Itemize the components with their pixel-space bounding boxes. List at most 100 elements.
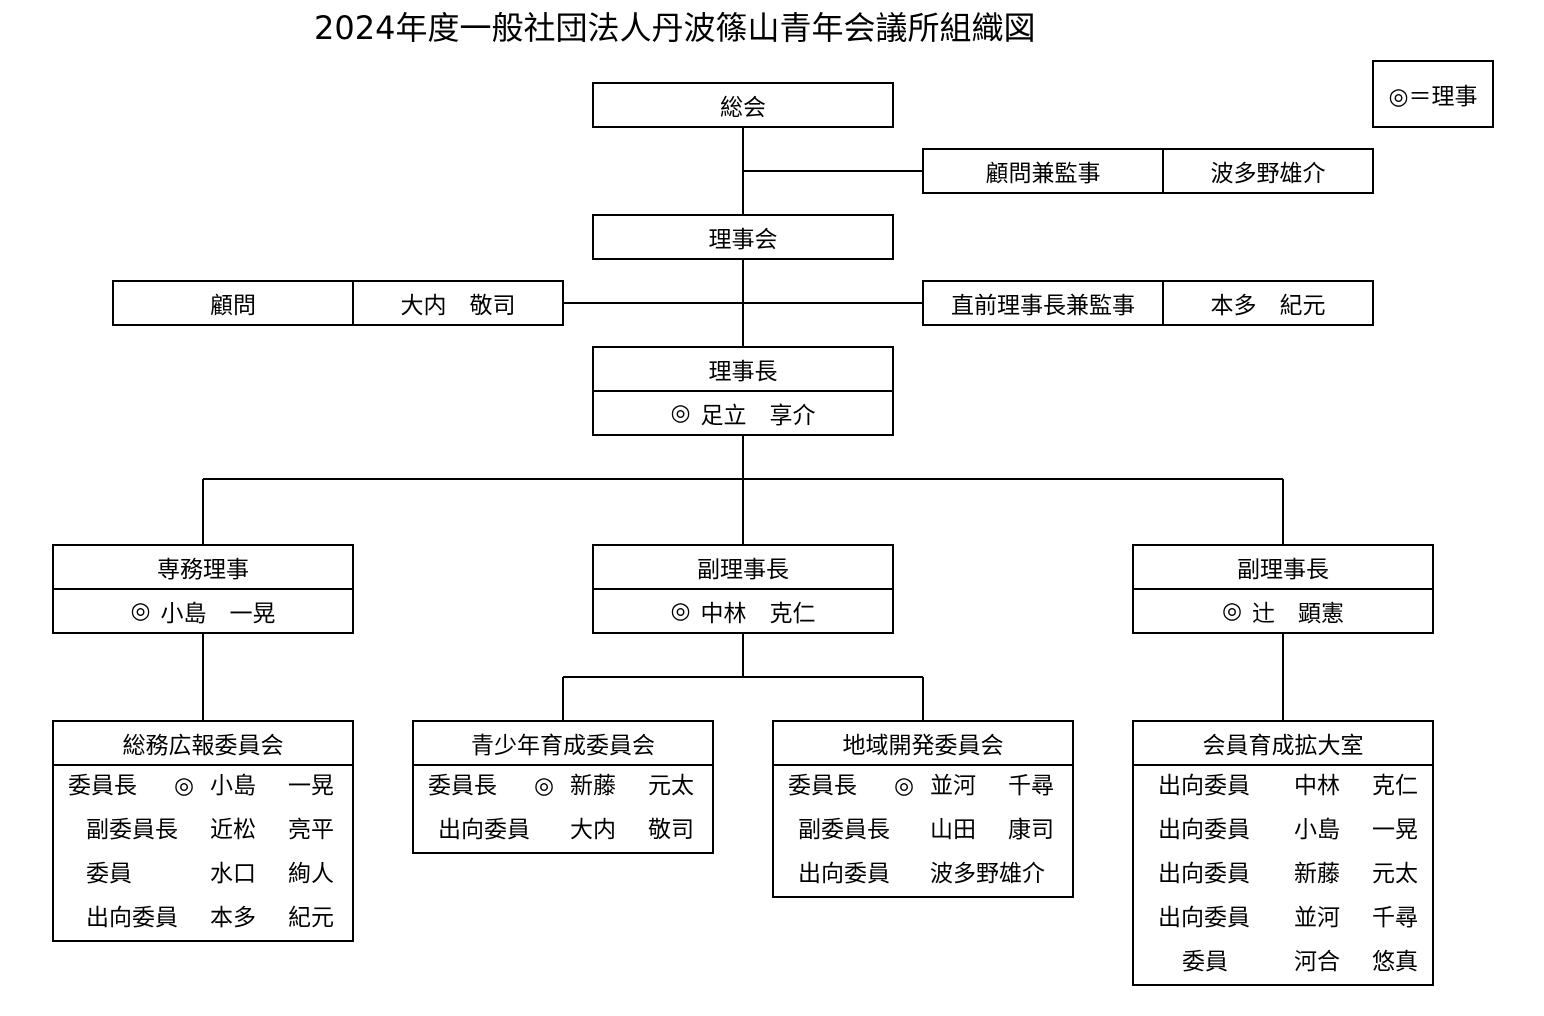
committee-title: 会員育成拡大室 bbox=[1202, 733, 1364, 759]
member-given-name: 千尋 bbox=[1372, 905, 1418, 931]
advisor-name: 大内 敬司 bbox=[400, 293, 516, 319]
director-mark-icon: ◎ bbox=[670, 400, 691, 426]
president-name: 足立 享介 bbox=[700, 403, 816, 429]
member-role: 出向委員 bbox=[438, 817, 530, 843]
membership-office-box: 会員育成拡大室 出向委員 中林 克仁 出向委員 小島 一晃 出向委員 新藤 元太… bbox=[1132, 720, 1434, 986]
member-family-name: 並河 bbox=[930, 773, 976, 799]
member-given-name: 亮平 bbox=[288, 817, 334, 843]
president-name-cell: ◎ 足立 享介 bbox=[594, 392, 892, 434]
member-role: 出向委員 bbox=[798, 861, 890, 887]
vice-president-1-name-cell: ◎ 中林 克仁 bbox=[594, 590, 892, 632]
member-given-name: 元太 bbox=[1372, 861, 1418, 887]
member-row: 出向委員 大内 敬司 bbox=[414, 810, 712, 854]
director-mark-icon: ◎ bbox=[534, 773, 555, 799]
member-family-name: 中林 bbox=[1294, 773, 1340, 799]
advisor-box: 顧問 大内 敬司 bbox=[112, 280, 564, 326]
member-given-name: 絢人 bbox=[288, 861, 334, 887]
former-president-name-cell: 本多 紀元 bbox=[1164, 282, 1372, 324]
vice-president-2-role: 副理事長 bbox=[1237, 557, 1329, 583]
member-family-name: 大内 bbox=[570, 817, 616, 843]
member-family-name: 新藤 bbox=[570, 773, 616, 799]
member-given-name: 一晃 bbox=[288, 773, 334, 799]
member-family-name: 本多 bbox=[210, 905, 256, 931]
member-role: 委員長 bbox=[68, 773, 137, 799]
member-row: 副委員長 近松 亮平 bbox=[54, 810, 352, 854]
advisor-auditor-name: 波多野雄介 bbox=[1210, 161, 1326, 187]
member-role: 委員 bbox=[1182, 949, 1228, 975]
advisor-auditor-name-cell: 波多野雄介 bbox=[1164, 150, 1372, 192]
president-role: 理事長 bbox=[708, 359, 778, 385]
board-label: 理事会 bbox=[708, 227, 778, 253]
member-role: 委員長 bbox=[788, 773, 857, 799]
regional-committee-box: 地域開発委員会 委員長 ◎ 並河 千尋 副委員長 山田 康司 出向委員 波多野雄… bbox=[772, 720, 1074, 898]
president-box: 理事長 ◎ 足立 享介 bbox=[592, 346, 894, 436]
former-president-box: 直前理事長兼監事 本多 紀元 bbox=[922, 280, 1374, 326]
advisor-auditor-role-cell: 顧問兼監事 bbox=[924, 150, 1164, 192]
member-row: 委員長 ◎ 小島 一晃 bbox=[54, 766, 352, 810]
member-row: 出向委員 本多 紀元 bbox=[54, 898, 352, 942]
member-row: 副委員長 山田 康司 bbox=[774, 810, 1072, 854]
general-assembly-box: 総会 bbox=[592, 82, 894, 128]
legend-box: ◎＝理事 bbox=[1372, 60, 1494, 128]
member-given-name: 千尋 bbox=[1008, 773, 1054, 799]
member-row: 出向委員 小島 一晃 bbox=[1134, 810, 1432, 854]
member-given-name: 一晃 bbox=[1372, 817, 1418, 843]
director-mark-icon: ◎ bbox=[174, 773, 195, 799]
member-given-name: 悠真 bbox=[1372, 949, 1418, 975]
member-family-name: 水口 bbox=[210, 861, 256, 887]
committee-title: 地域開発委員会 bbox=[842, 733, 1004, 759]
former-president-role-cell: 直前理事長兼監事 bbox=[924, 282, 1164, 324]
member-given-name: 紀元 bbox=[288, 905, 334, 931]
member-family-name: 河合 bbox=[1294, 949, 1340, 975]
committee-title-cell: 地域開発委員会 bbox=[774, 722, 1072, 766]
managing-director-role-cell: 専務理事 bbox=[54, 546, 352, 590]
general-assembly-label: 総会 bbox=[720, 95, 766, 121]
member-row: 委員 河合 悠真 bbox=[1134, 942, 1432, 986]
managing-director-name: 小島 一晃 bbox=[160, 601, 276, 627]
member-family-name: 並河 bbox=[1294, 905, 1340, 931]
member-role: 副委員長 bbox=[86, 817, 178, 843]
committee-title-cell: 総務広報委員会 bbox=[54, 722, 352, 766]
member-role: 出向委員 bbox=[1158, 817, 1250, 843]
advisor-auditor-role: 顧問兼監事 bbox=[985, 161, 1101, 187]
managing-director-box: 専務理事 ◎ 小島 一晃 bbox=[52, 544, 354, 634]
vice-president-1-role: 副理事長 bbox=[697, 557, 789, 583]
vice-president-1-name: 中林 克仁 bbox=[700, 601, 816, 627]
page-title: 2024年度一般社団法人丹波篠山青年会議所組織図 bbox=[314, 9, 1036, 47]
managing-director-name-cell: ◎ 小島 一晃 bbox=[54, 590, 352, 632]
committee-title-cell: 青少年育成委員会 bbox=[414, 722, 712, 766]
vice-president-2-name-cell: ◎ 辻 顕憲 bbox=[1134, 590, 1432, 632]
vice-president-1-box: 副理事長 ◎ 中林 克仁 bbox=[592, 544, 894, 634]
director-mark-icon: ◎ bbox=[1221, 598, 1243, 624]
committee-title: 総務広報委員会 bbox=[122, 733, 284, 759]
youth-committee-box: 青少年育成委員会 委員長 ◎ 新藤 元太 出向委員 大内 敬司 bbox=[412, 720, 714, 854]
former-president-name: 本多 紀元 bbox=[1210, 293, 1326, 319]
advisor-name-cell: 大内 敬司 bbox=[354, 282, 562, 324]
member-role: 副委員長 bbox=[798, 817, 890, 843]
advisor-role: 顧問 bbox=[210, 293, 256, 319]
board-box: 理事会 bbox=[592, 214, 894, 260]
general-affairs-committee-box: 総務広報委員会 委員長 ◎ 小島 一晃 副委員長 近松 亮平 委員 水口 絢人 … bbox=[52, 720, 354, 942]
member-row: 出向委員 新藤 元太 bbox=[1134, 854, 1432, 898]
vice-president-2-role-cell: 副理事長 bbox=[1134, 546, 1432, 590]
committee-title: 青少年育成委員会 bbox=[471, 733, 655, 759]
committee-title-cell: 会員育成拡大室 bbox=[1134, 722, 1432, 766]
member-given-name: 康司 bbox=[1008, 817, 1054, 843]
member-full-name: 波多野雄介 bbox=[930, 861, 1045, 887]
director-mark-icon: ◎ bbox=[894, 773, 915, 799]
director-mark-icon: ◎ bbox=[670, 598, 691, 624]
member-family-name: 新藤 bbox=[1294, 861, 1340, 887]
member-family-name: 小島 bbox=[210, 773, 256, 799]
member-role: 出向委員 bbox=[1158, 905, 1250, 931]
member-family-name: 近松 bbox=[210, 817, 256, 843]
member-row: 委員 水口 絢人 bbox=[54, 854, 352, 898]
member-role: 出向委員 bbox=[1158, 861, 1250, 887]
member-role: 出向委員 bbox=[86, 905, 178, 931]
member-role: 出向委員 bbox=[1158, 773, 1250, 799]
former-president-role: 直前理事長兼監事 bbox=[951, 293, 1135, 319]
member-row: 出向委員 中林 克仁 bbox=[1134, 766, 1432, 810]
member-row: 委員長 ◎ 新藤 元太 bbox=[414, 766, 712, 810]
member-role: 委員 bbox=[86, 861, 132, 887]
member-given-name: 元太 bbox=[648, 773, 694, 799]
